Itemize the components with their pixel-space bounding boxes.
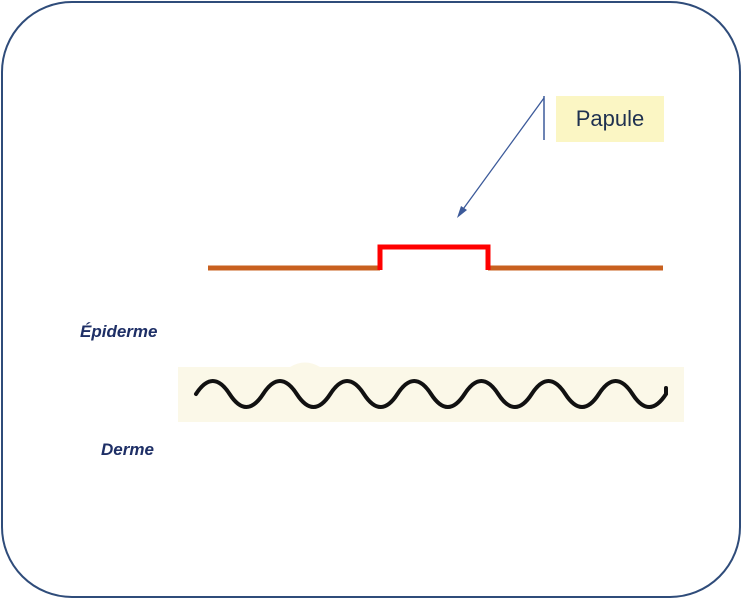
papule-callout: Papule	[556, 96, 664, 142]
callout-arrow	[460, 97, 545, 213]
dermis-label: Derme	[101, 440, 154, 459]
dermis-band-tab	[290, 362, 320, 367]
callout-arrowhead	[457, 206, 467, 218]
epidermis-label: Épiderme	[80, 322, 158, 341]
dermal-wave-line	[194, 379, 668, 409]
papule-callout-label: Papule	[575, 106, 645, 131]
papule-bump	[377, 244, 491, 270]
